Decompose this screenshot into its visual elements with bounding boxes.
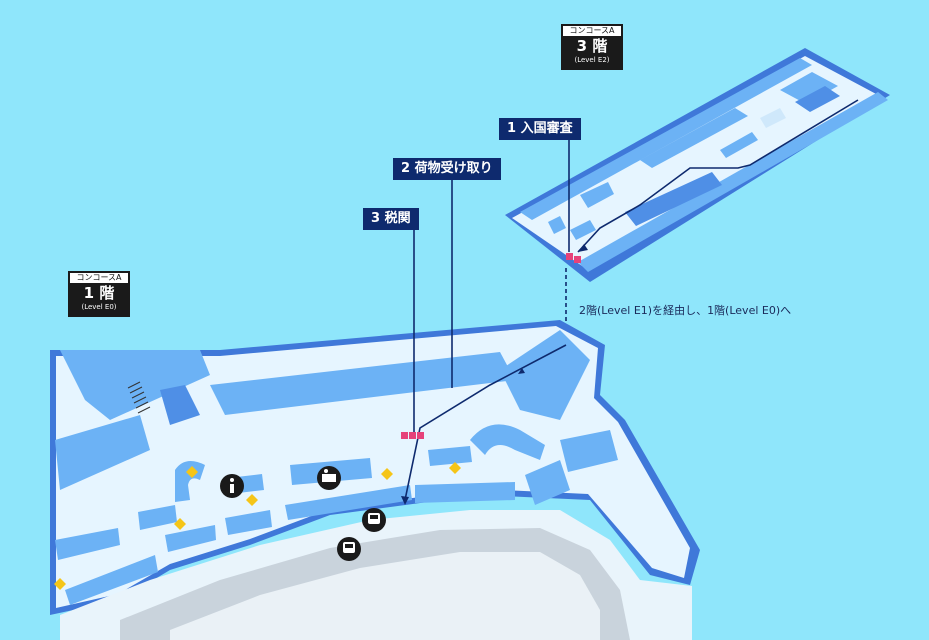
step-2-baggage-claim-label: 2 荷物受け取り bbox=[393, 158, 501, 180]
level-3-concourse-label: コンコースA bbox=[563, 26, 621, 36]
stairs bbox=[127, 381, 151, 414]
level-1-badge: コンコースA 1 階 (Level E0) bbox=[68, 271, 130, 317]
level-3-badge: コンコースA 3 階 (Level E2) bbox=[561, 24, 623, 70]
immigration-marker bbox=[566, 253, 573, 260]
baggage-claim-icon[interactable] bbox=[317, 466, 341, 490]
step-3-customs-label: 3 税関 bbox=[363, 208, 419, 230]
level-1-concourse bbox=[50, 320, 700, 640]
via-level-note: 2階(Level E1)を経由し、1階(Level E0)へ bbox=[579, 304, 792, 317]
level-1-level-label: (Level E0) bbox=[81, 303, 117, 311]
customs-marker bbox=[401, 432, 424, 439]
level-1-concourse-label: コンコースA bbox=[70, 273, 128, 283]
train-icon[interactable] bbox=[362, 508, 386, 532]
checkpoint-icon bbox=[54, 462, 461, 590]
step-1-immigration-label: 1 入国審査 bbox=[499, 118, 581, 140]
bus-icon[interactable] bbox=[337, 537, 361, 561]
level-1-floor-label: 1 階 bbox=[83, 284, 115, 302]
level-3-route bbox=[577, 99, 859, 253]
level-1-route bbox=[404, 344, 567, 501]
information-icon[interactable] bbox=[220, 474, 244, 498]
level-3-floor-label: 3 階 bbox=[576, 37, 608, 55]
level-3-level-label: (Level E2) bbox=[574, 56, 610, 64]
level-3-concourse bbox=[505, 48, 890, 282]
